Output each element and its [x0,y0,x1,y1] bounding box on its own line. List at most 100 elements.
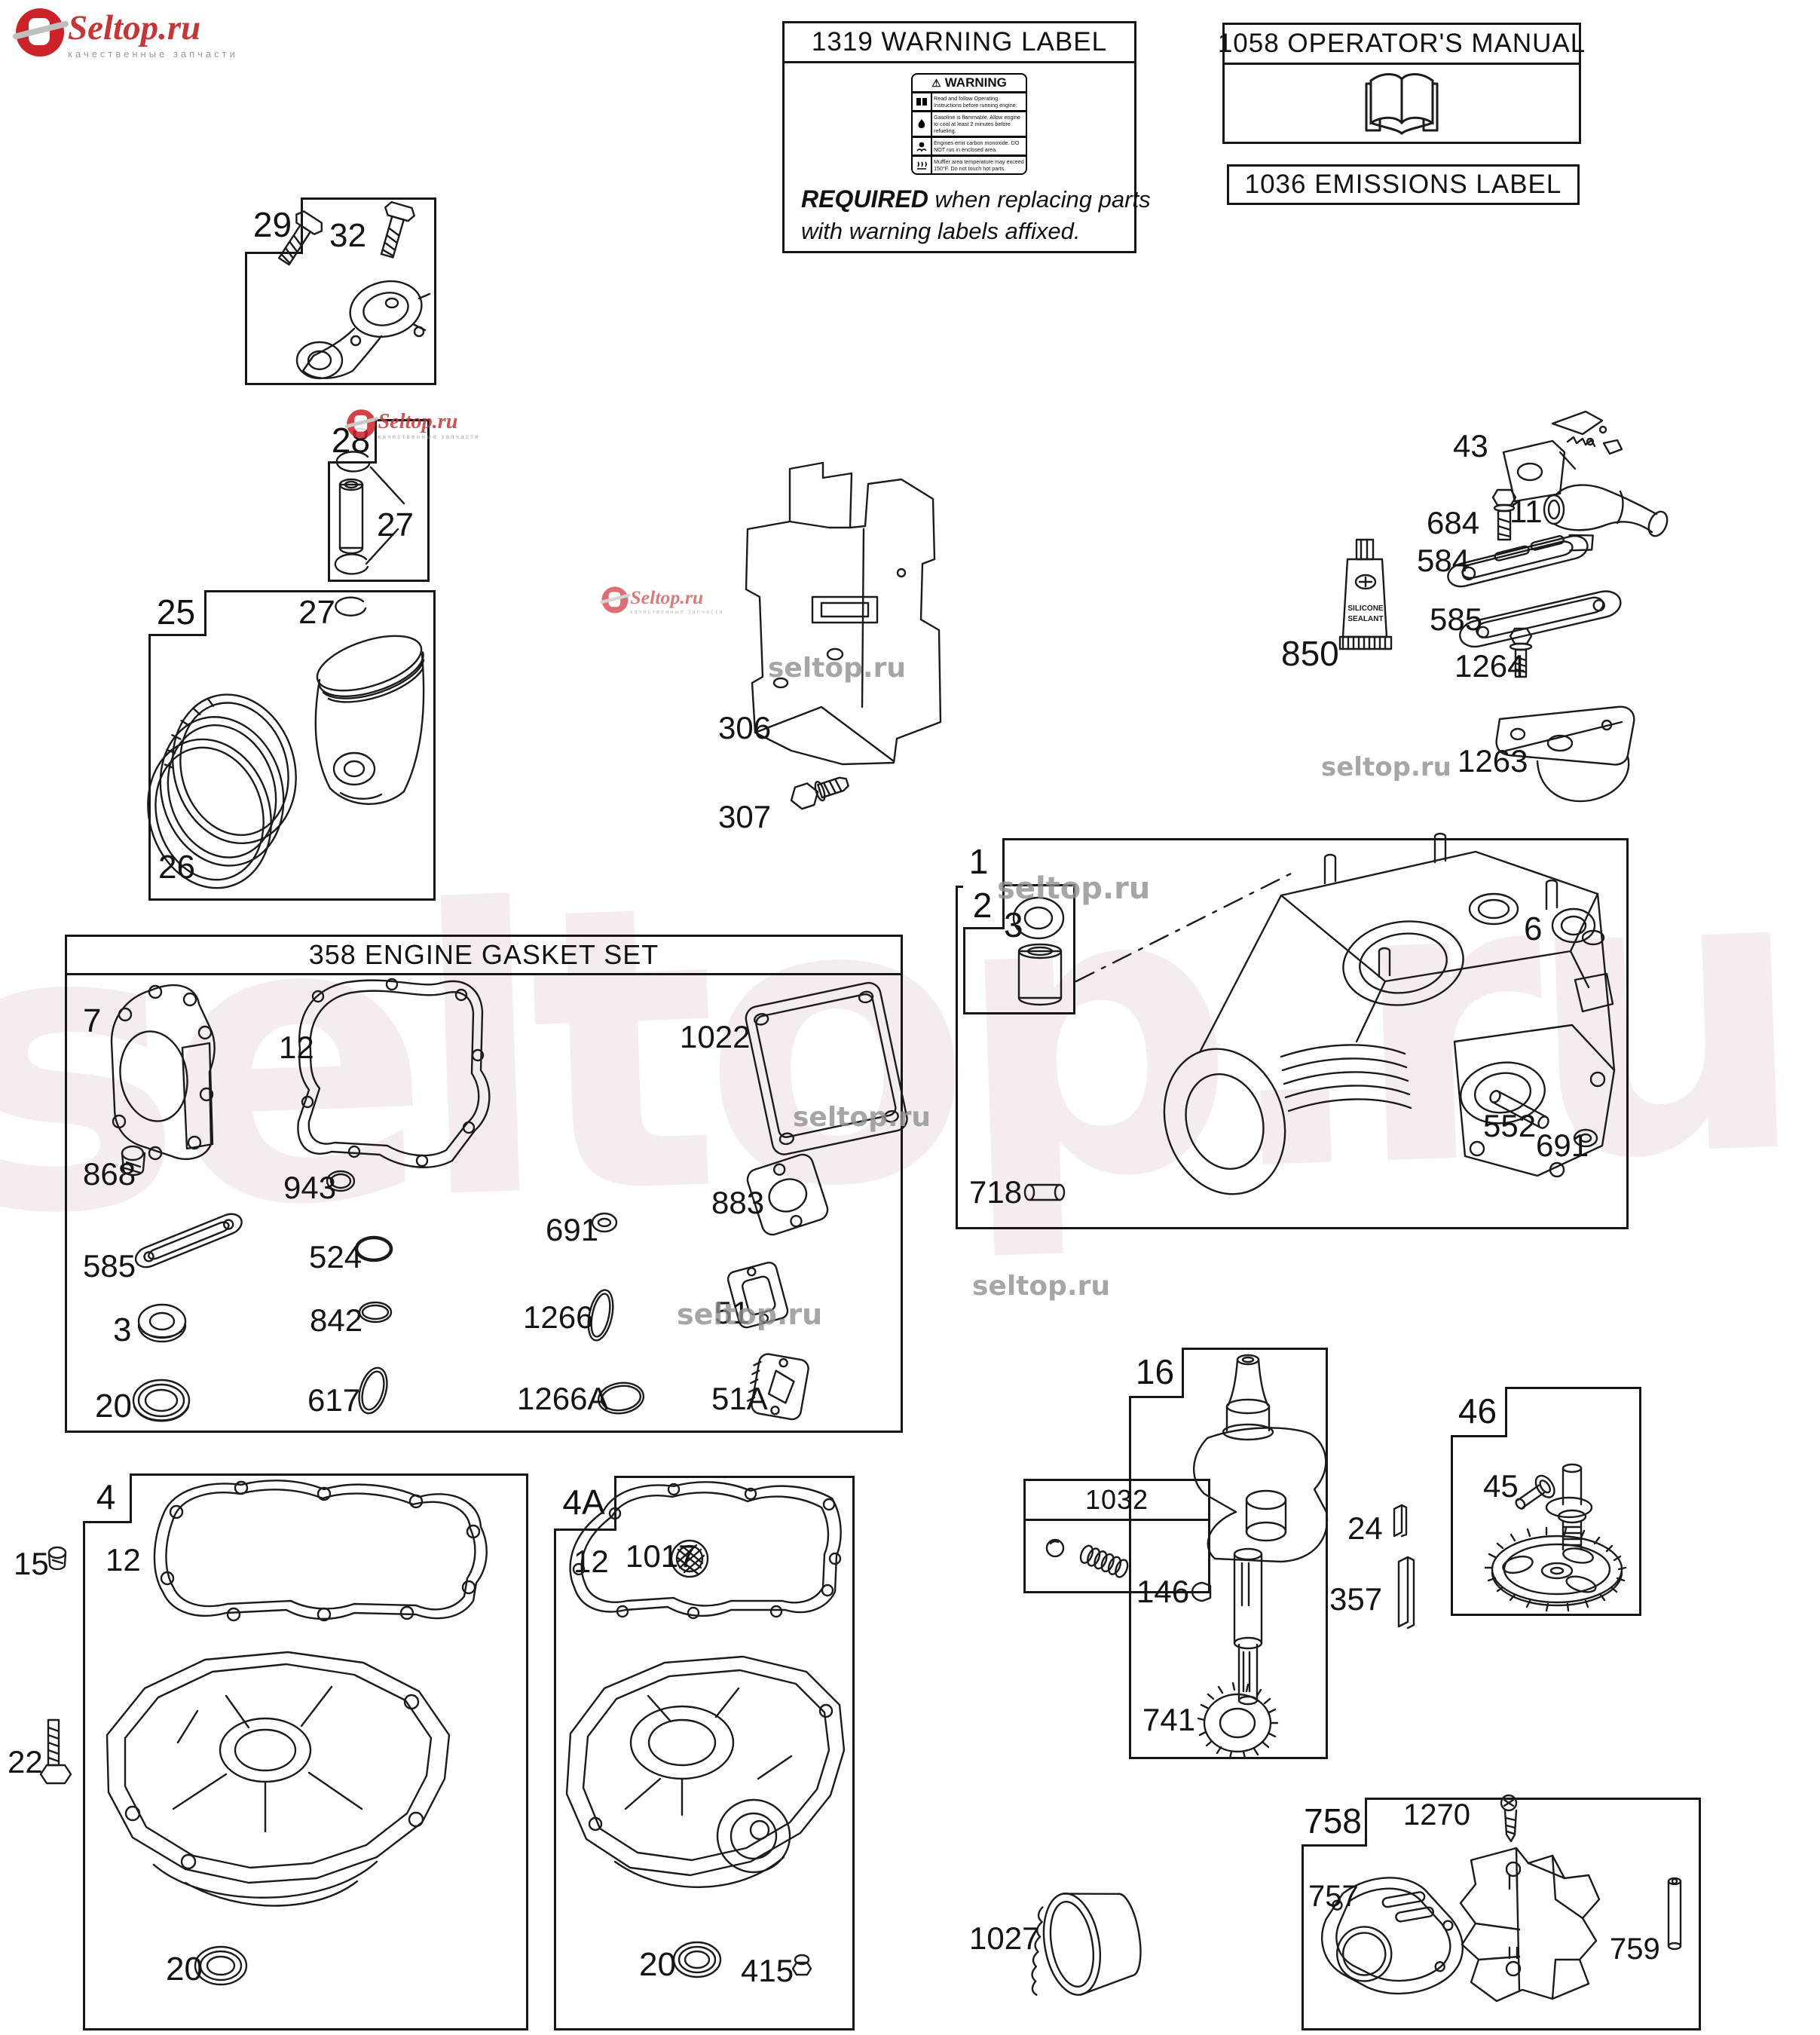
warning-sticker: ⚠ WARNING Read and follow Operating Inst… [911,73,1027,175]
part-12-c-label: 12 [574,1544,609,1579]
emissions-label-box: 1036 EMISSIONS LABEL [1227,164,1580,205]
connecting-rod-drawing [277,200,431,380]
bolt-1264-drawing [1509,627,1533,678]
seltop-logo-title: Seltop.ru [378,409,458,433]
engine-sump-drawing [39,1480,488,1986]
part-1266-label: 1266 [523,1299,594,1335]
piston-rings-drawing [147,596,425,889]
breather-gasket-drawing [1459,590,1622,648]
warning-row-1-text: Read and follow Operating Instructions b… [934,95,1017,109]
manual-book-icon [913,93,932,110]
seltop-logo: Seltop.ru качественные запчасти [18,11,238,60]
oil-filter-drawing [1031,1893,1142,1996]
seltop-text-watermark-1: seltop.ru [768,653,906,684]
detent-ball-spring-drawing [1045,1538,1129,1578]
part-1022-label: 1022 [680,1019,751,1054]
box-28: 28 [327,418,430,582]
cover-plate-drawing [1495,705,1635,803]
oil-pump-drawing [1321,1794,1682,2003]
part-307-label: 307 [718,799,772,834]
box-16-label: 16 [1128,1347,1184,1398]
seltop-logo-subtitle: качественные запчасти [378,433,481,440]
part-718-label: 718 [969,1174,1023,1210]
part-15-label: 15 [14,1546,49,1581]
part-943-label: 943 [283,1170,337,1205]
part-1027-label: 1027 [969,1920,1040,1956]
box-gasket-set-label: 358 ENGINE GASKET SET [67,937,901,975]
part-26-label: 26 [158,849,195,886]
part-32-label: 32 [329,217,366,254]
part-11-label: 11 [1510,494,1543,529]
part-524-label: 524 [309,1239,362,1275]
part-20-a-label: 20 [95,1388,132,1424]
seltop-logo-title: Seltop.ru [630,586,704,608]
part-20-c-label: 20 [639,1946,676,1983]
seltop-text-watermark-6: seltop.ru [972,1271,1110,1302]
seltop-logo-watermark-2: Seltop.ru качественные запчасти [603,588,724,615]
box-4-label: 4 [82,1473,132,1523]
part-22-label: 22 [8,1744,43,1779]
warning-row-4-text: Muffler area temperature may exceed 150°… [934,158,1024,172]
part-585-t-label: 585 [1430,601,1483,637]
bolt-684-drawing [1491,488,1517,541]
seltop-logo-subtitle: качественные запчасти [68,48,238,60]
part-51-label: 51 [714,1295,750,1330]
box-46: 46 [1450,1386,1641,1616]
seltop-logo-watermark-1: Seltop.ru качественные запчасти [348,411,480,440]
part-7-label: 7 [83,1002,102,1039]
part-24-label: 24 [1347,1510,1383,1546]
open-book-icon [1365,73,1439,135]
box-2: 2 [962,883,1075,1014]
part-12-a-label: 12 [279,1030,314,1065]
part-12-b-label: 12 [106,1542,141,1578]
manual-box-title: 1058 OPERATOR'S MANUAL [1218,25,1585,65]
seltop-logo-icon [18,11,62,54]
breather-plate-drawing [1447,534,1594,588]
seltop-text-watermark-4: seltop.ru [793,1102,931,1133]
box-758-label: 758 [1301,1797,1367,1847]
part-1266A-label: 1266A [517,1381,609,1416]
part-684-label: 684 [1427,505,1480,540]
box-16: 16 [1128,1347,1328,1759]
part-691-b-label: 691 [546,1212,599,1247]
part-741-label: 741 [1142,1702,1196,1737]
gasket-set-drawing [110,978,908,1422]
part-850-label: 850 [1281,634,1339,673]
seltop-logo-subtitle: качественные запчасти [630,608,724,615]
seltop-logo-icon [348,411,375,437]
emissions-box-title: 1036 EMISSIONS LABEL [1244,170,1562,199]
warning-row-1: Read and follow Operating Instructions b… [913,91,1026,110]
key-357-drawing [1397,1556,1415,1630]
warning-sticker-header: ⚠ WARNING [913,75,1026,91]
seltop-text-watermark-2: seltop.ru [1321,752,1451,782]
part-45-label: 45 [1483,1468,1519,1504]
part-43-label: 43 [1453,428,1488,464]
box-2-label: 2 [962,883,1005,929]
seltop-text-watermark-5: seltop.ru [677,1298,823,1331]
sealant-text-1: SILICONE [1347,604,1384,613]
part-757-label: 757 [1308,1880,1359,1913]
crankcase-cover-drawing [565,1481,846,1978]
hot-surface-icon [913,157,932,173]
seltop-logo-title: Seltop.ru [68,8,201,47]
operators-manual-box: 1058 OPERATOR'S MANUAL [1218,23,1585,144]
part-883-label: 883 [711,1185,765,1220]
warning-row-2: Gasoline is flammable. Allow engine to c… [913,110,1026,136]
required-note-tail: when replacing parts [928,186,1151,213]
seltop-logo-icon [603,588,627,612]
part-6-label: 6 [1524,910,1543,947]
box-25: 25 [148,589,436,901]
cylinder-assembly-drawing [1012,832,1616,1201]
warning-box-title: 1319 WARNING LABEL [785,23,1134,63]
part-842-label: 842 [310,1302,363,1338]
part-1264-label: 1264 [1454,648,1525,684]
required-note-line2: with warning labels affixed. [801,218,1081,245]
part-20-b-label: 20 [166,1951,203,1988]
camshaft-drawing [1484,1463,1627,1612]
warning-row-3: Engines emit carbon monoxide. DO NOT run… [913,136,1026,155]
part-27-b-label: 27 [298,594,335,631]
